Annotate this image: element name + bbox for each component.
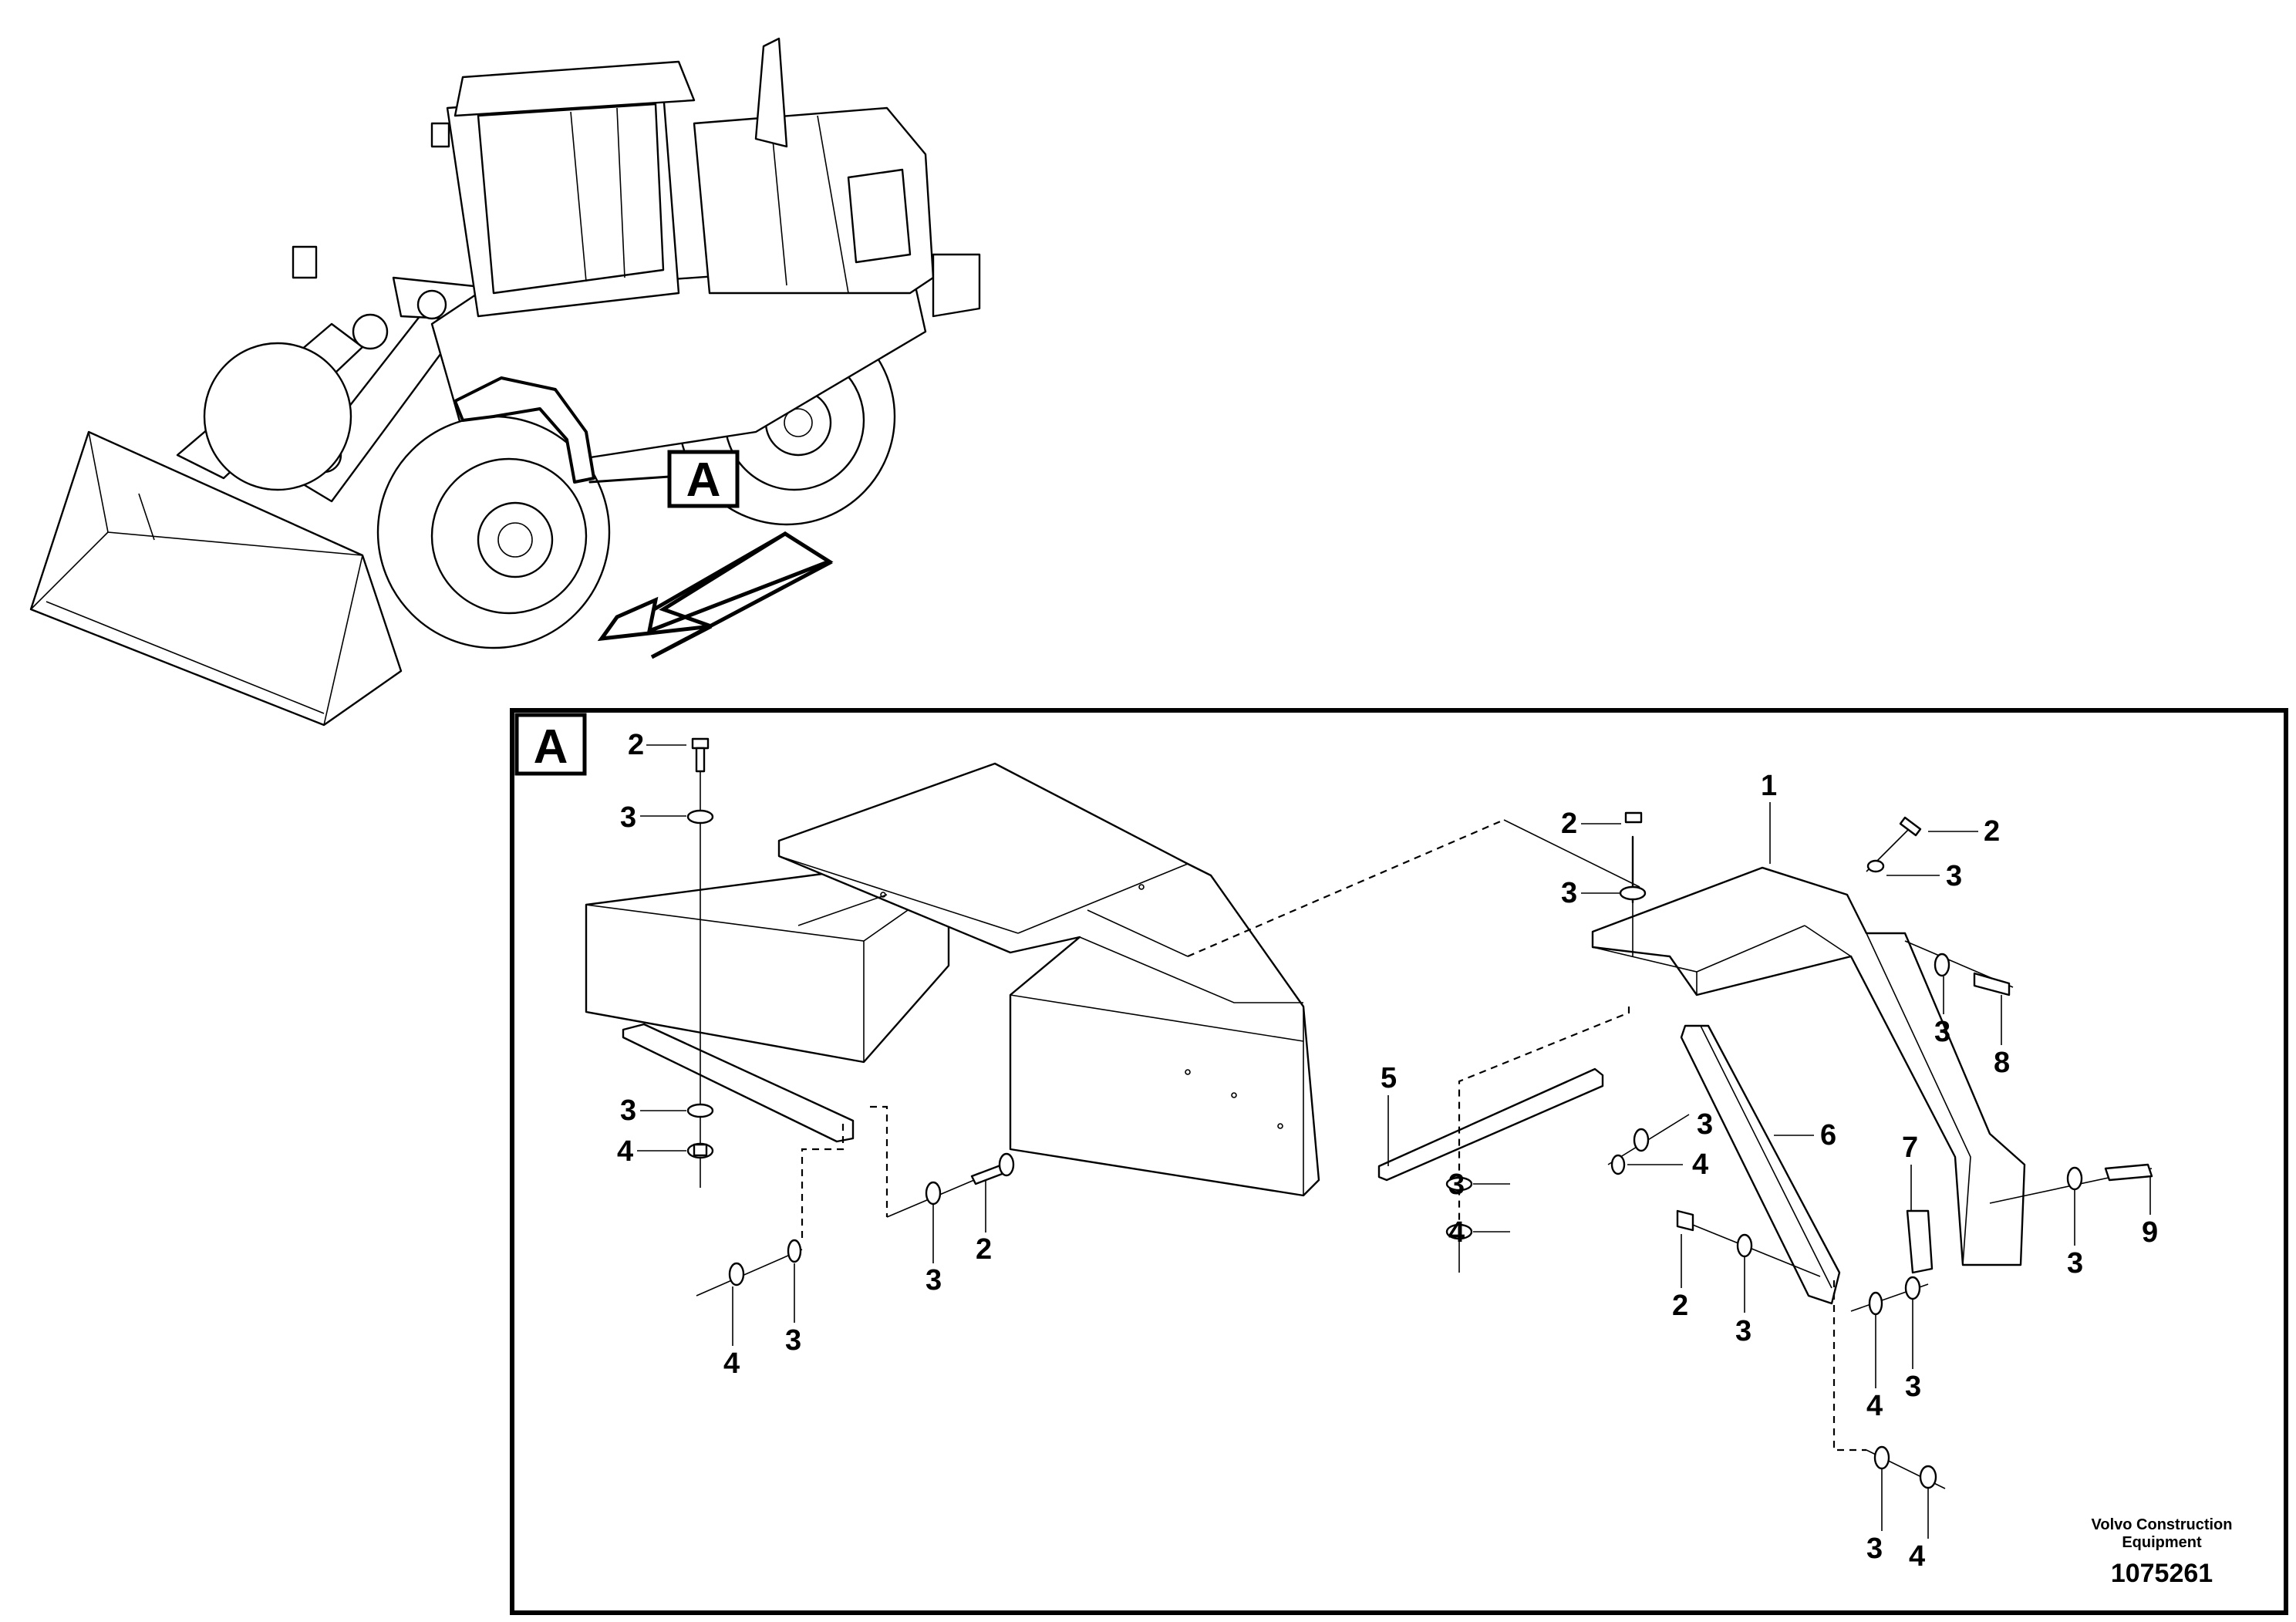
- callout-6: 6: [1820, 1119, 1836, 1152]
- callout-3: 3: [1905, 1371, 1921, 1403]
- callout-7: 7: [1902, 1131, 1918, 1164]
- callout-labels: 2 3 3 4 2 3 4 3 1 2 3 2 3 3 8 5 3 4 6: [617, 729, 2158, 1573]
- callout-3: 3: [1946, 860, 1962, 892]
- callout-1: 1: [1761, 770, 1777, 802]
- callout-3: 3: [925, 1264, 942, 1297]
- callout-2: 2: [1672, 1290, 1688, 1322]
- callout-2: 2: [976, 1233, 992, 1266]
- callout-4: 4: [1692, 1148, 1708, 1181]
- callout-3: 3: [1735, 1315, 1752, 1347]
- detail-a-pointer: A: [588, 450, 740, 508]
- callout-4: 4: [723, 1347, 740, 1380]
- fender-assembly-exploded: [585, 762, 2026, 1305]
- callout-8: 8: [1994, 1047, 2010, 1079]
- callout-3: 3: [1866, 1533, 1883, 1565]
- detail-a-marker: A: [686, 454, 721, 507]
- callout-3: 3: [620, 801, 636, 834]
- brand-line-2: Equipment: [2122, 1534, 2202, 1551]
- direction-arrow-icon: [597, 531, 834, 659]
- document-number: 1075261: [2111, 1559, 2213, 1588]
- callout-2: 2: [1984, 815, 2000, 848]
- callout-5: 5: [1381, 1062, 1397, 1094]
- detail-a-label: A: [534, 720, 568, 774]
- callout-9: 9: [2142, 1216, 2158, 1249]
- callout-3: 3: [1934, 1016, 1950, 1048]
- callout-2: 2: [1561, 808, 1577, 840]
- callout-4: 4: [1866, 1390, 1883, 1422]
- callout-3: 3: [1697, 1108, 1713, 1141]
- callout-3: 3: [2067, 1247, 2083, 1280]
- brand-line-1: Volvo Construction: [2092, 1516, 2233, 1533]
- callout-2: 2: [628, 729, 644, 761]
- wheel-loader-illustration: [29, 37, 981, 727]
- fasteners: [686, 737, 2153, 1489]
- callout-3: 3: [620, 1094, 636, 1127]
- callout-4: 4: [1909, 1540, 1925, 1573]
- callout-4: 4: [617, 1135, 633, 1168]
- callout-3: 3: [1561, 877, 1577, 909]
- callout-3: 3: [1448, 1168, 1465, 1201]
- callout-3: 3: [785, 1324, 801, 1357]
- detail-frame: [510, 708, 2288, 1615]
- callout-4: 4: [1448, 1216, 1465, 1249]
